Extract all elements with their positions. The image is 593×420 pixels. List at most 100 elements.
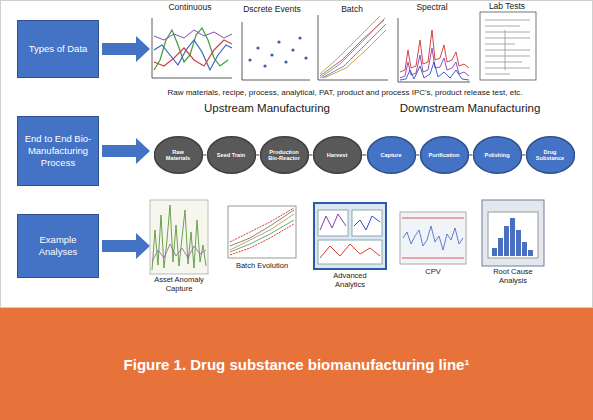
discrete-chart: [242, 22, 310, 80]
spectral-chart: [398, 18, 470, 82]
process-connector: [416, 154, 420, 156]
lab-test-sheet: [485, 62, 522, 63]
frame: [1, 1, 593, 308]
process-connector: [362, 154, 367, 156]
batch-evolution-thumbnail: [230, 224, 294, 255]
discrete-chart: [270, 53, 273, 56]
row-arrow: [102, 36, 150, 259]
oval-shape: [207, 137, 255, 173]
batch-evolution-thumbnail: [230, 210, 294, 246]
lab-test-sheet: [485, 26, 520, 27]
root-cause-thumbnail: [482, 200, 544, 266]
root-cause-thumbnail: [510, 218, 515, 256]
data-type-title: Continuous: [150, 3, 230, 13]
lab-test-sheet: [480, 12, 536, 80]
batch-chart: [322, 24, 386, 78]
advanced-analytics-thumbnail: [320, 214, 346, 230]
node-text: Polishing: [484, 152, 509, 158]
analysis-title: Advanced Analytics: [319, 272, 381, 289]
continuous-chart: [154, 40, 232, 70]
batch-evolution-thumbnail: [230, 214, 294, 250]
node-text: Example Analyses: [22, 234, 94, 258]
figure-caption: Figure 1. Drug substance biomanufacturin…: [124, 356, 470, 373]
process-connector: [203, 154, 207, 156]
data-type-title: Batch: [322, 5, 382, 15]
oval-shape: [313, 137, 361, 173]
process-connector: [309, 154, 313, 156]
caption-band: Figure 1. Drug substance biomanufacturin…: [0, 308, 593, 420]
node-text: Production Bio-Reactor: [266, 149, 303, 162]
analysis-title: CPV: [413, 268, 453, 277]
process-connector: [256, 154, 260, 156]
node-text: Capture: [380, 152, 401, 158]
cpv-thumbnail: [403, 226, 463, 250]
discrete-chart: [304, 56, 307, 59]
oval-shape: [473, 137, 521, 173]
root-cause-thumbnail: [492, 248, 497, 256]
node-text: Raw Materials: [160, 149, 197, 162]
section-box: Types of Data: [17, 20, 99, 78]
data-sources-note: Raw materials, recipe, process, analytic…: [125, 88, 565, 97]
discrete-chart: [277, 40, 280, 43]
oval-shape: [420, 137, 468, 173]
node-text: Harvest: [327, 152, 348, 158]
node-text: End to End Bio-Manufacturing Process: [22, 133, 94, 169]
batch-evolution-thumbnail: [230, 208, 294, 242]
advanced-analytics-thumbnail: [352, 210, 382, 236]
node-text: Purification: [429, 152, 460, 158]
anomaly-thumbnail: [150, 200, 208, 274]
anomaly-thumbnail: [150, 200, 208, 274]
root-cause-thumbnail: [528, 250, 533, 256]
lab-test-sheet: [505, 30, 506, 70]
advanced-analytics-thumbnail: [320, 244, 380, 258]
lab-test-sheet: [485, 20, 530, 21]
continuous-chart: [152, 18, 232, 78]
oval-shape: [260, 137, 308, 173]
lab-test-sheet: [485, 38, 530, 39]
continuous-chart: [154, 40, 232, 66]
root-cause-thumbnail: [504, 226, 509, 256]
anomaly-thumbnail: [152, 244, 206, 262]
advanced-analytics-thumbnail: [318, 240, 382, 264]
row-arrow: [102, 233, 150, 259]
discrete-chart: [284, 60, 287, 63]
data-type-title: Dscrete Events: [232, 5, 312, 15]
upstream-step: Seed Train: [207, 136, 256, 174]
anomaly-thumbnail: [152, 205, 206, 270]
discrete-chart: [248, 58, 251, 61]
lab-test-sheet: [485, 50, 530, 51]
advanced-analytics-thumbnail: [318, 210, 348, 236]
root-cause-thumbnail: [488, 212, 538, 258]
root-cause-thumbnail: [498, 238, 503, 256]
spectral-chart: [398, 18, 470, 82]
downstream-step: Capture: [367, 136, 416, 174]
root-cause-thumbnail: [516, 230, 521, 256]
batch-evolution-thumbnail: [228, 206, 296, 258]
batch-chart: [320, 20, 384, 76]
discrete-chart: [291, 48, 294, 51]
batch-chart: [318, 15, 388, 80]
cpv-thumbnail: [402, 218, 464, 219]
lab-test-sheet: [485, 32, 530, 33]
section-box: Example Analyses: [17, 214, 99, 278]
cpv-thumbnail: [400, 212, 466, 264]
lab-test-sheet: [485, 56, 530, 57]
advanced-analytics-thumbnail: [354, 216, 380, 230]
spectral-chart: [400, 62, 469, 80]
lab-test-sheet: [485, 74, 510, 75]
lab-test-sheet: [480, 12, 536, 80]
lab-test-sheet: [485, 20, 530, 74]
cpv-thumbnail: [402, 258, 464, 259]
section-box: End to End Bio-Manufacturing Process: [17, 116, 99, 186]
downstream-step: Drug Substance: [526, 136, 575, 174]
oval-shape: [367, 137, 415, 173]
batch-chart: [324, 30, 386, 78]
discrete-chart: [242, 22, 310, 80]
root-cause-thumbnail: [522, 242, 527, 256]
cpv-thumbnail: [400, 212, 466, 264]
process-connector: [522, 154, 526, 156]
oval-shape: [154, 137, 202, 173]
batch-chart: [318, 15, 388, 80]
upstream-step: Harvest: [313, 136, 362, 174]
